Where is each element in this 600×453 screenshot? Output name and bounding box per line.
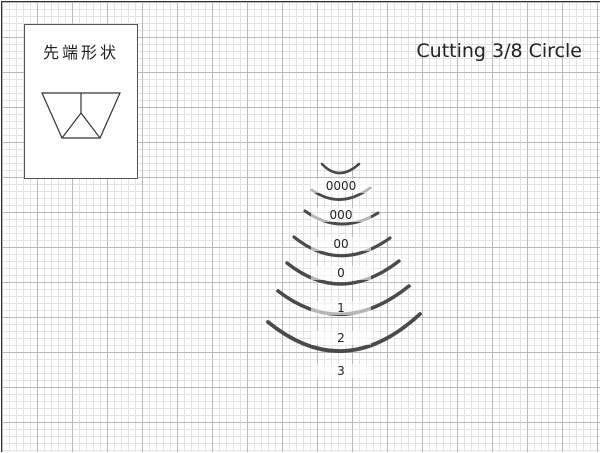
- size-label-2: 2: [311, 331, 371, 345]
- size-label-1: 1: [311, 301, 371, 315]
- needle-arc-1: [285, 259, 401, 286]
- needle-arc-0: [292, 235, 392, 258]
- size-label-000: 000: [311, 208, 371, 222]
- needle-arc-3: [266, 312, 422, 353]
- size-label-0000: 0000: [311, 179, 371, 193]
- needle-arc-0000: [320, 162, 361, 175]
- tip-shape-label: 先端形状: [42, 43, 119, 62]
- size-label-00: 00: [311, 237, 371, 251]
- page-title: Cutting 3/8 Circle: [416, 40, 582, 62]
- size-label-3: 3: [311, 364, 371, 378]
- tip-shape-panel: 先端形状: [24, 24, 138, 179]
- triangle-cutting-tip-icon: [41, 92, 121, 139]
- size-label-0: 0: [311, 266, 371, 280]
